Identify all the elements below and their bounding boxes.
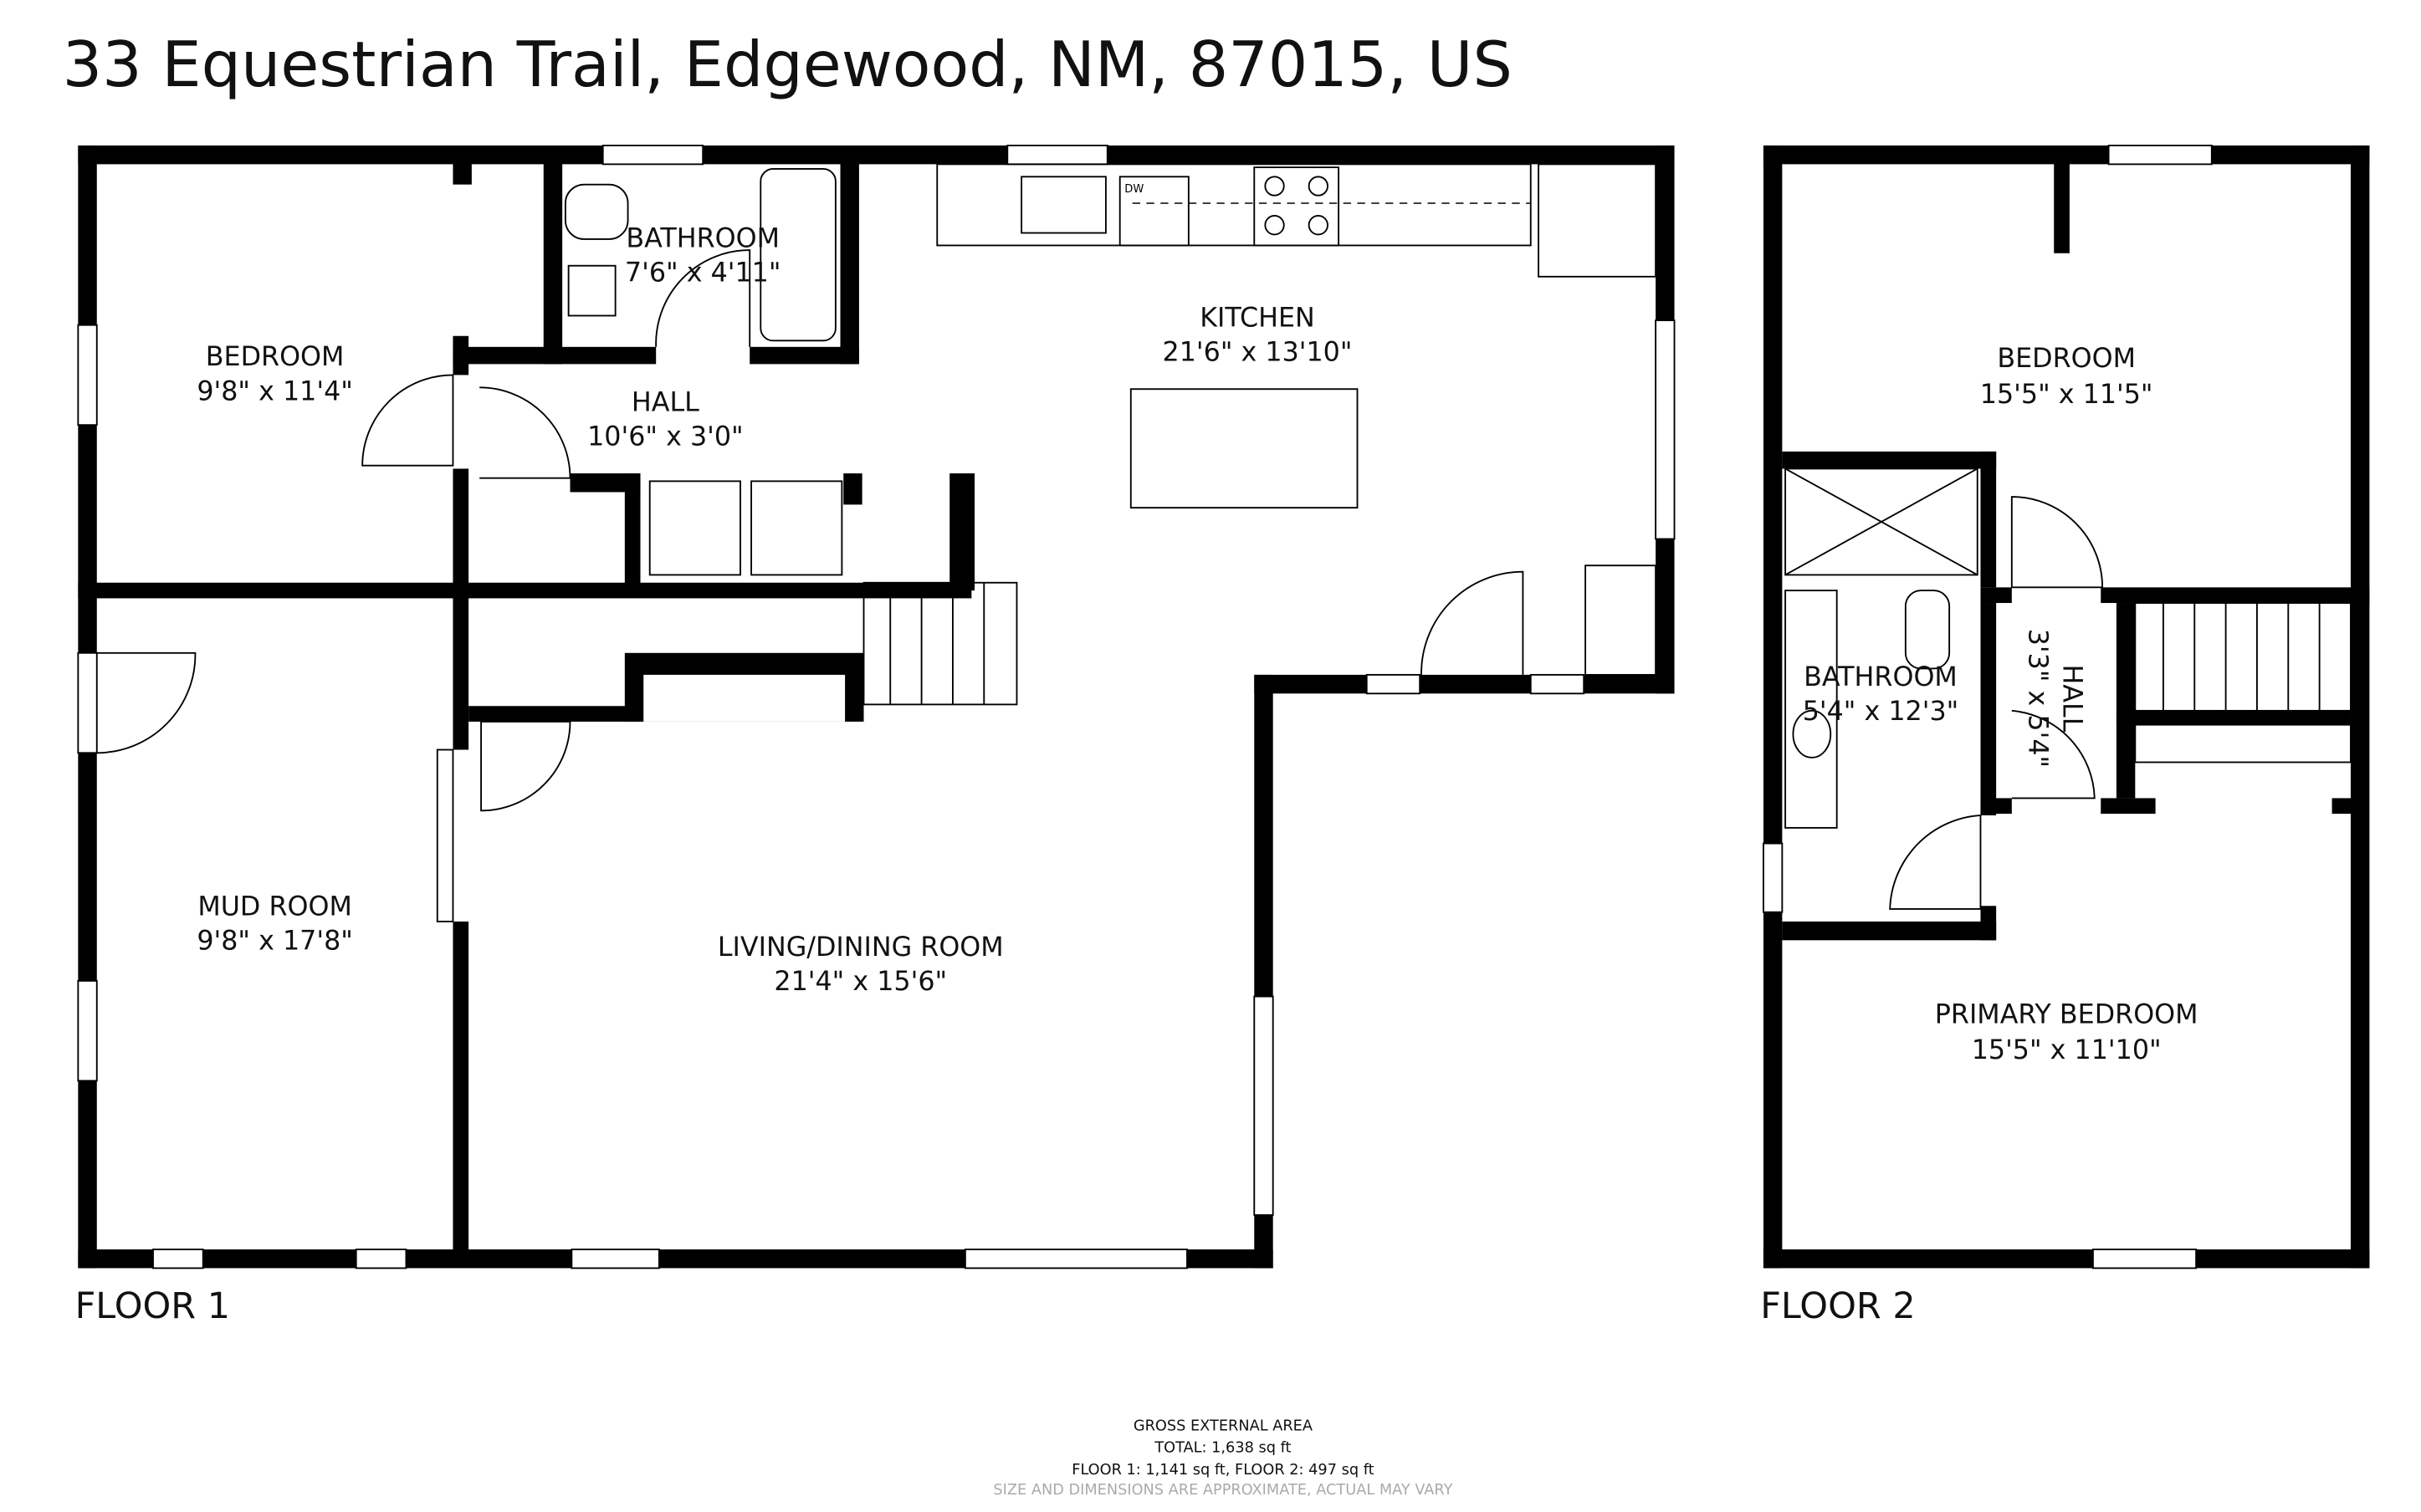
room-dims: 7'6" x 4'11" (625, 258, 781, 288)
door-swing (2010, 496, 2104, 589)
room-name: HALL (632, 387, 699, 417)
room-dims: 15'5" x 11'5" (1980, 380, 2153, 410)
room-dims: 15'5" x 11'10" (1972, 1035, 2162, 1065)
area-summary: GROSS EXTERNAL AREA TOTAL: 1,638 sq ft F… (993, 1418, 1452, 1499)
floor-1-plan: DW BEDROOM 9'8" x 11'4" BATHROOM 7'6" x … (75, 145, 1676, 1327)
room-name: MUD ROOM (197, 891, 352, 922)
room-name: PRIMARY BEDROOM (1935, 999, 2198, 1029)
window (152, 1249, 204, 1269)
room-name: BATHROOM (1804, 662, 1958, 692)
window (355, 1249, 407, 1269)
room-name: BATHROOM (626, 223, 780, 253)
door-swing (361, 374, 454, 467)
door-swing (96, 651, 197, 754)
window (1655, 319, 1676, 540)
window (1006, 145, 1108, 166)
page-title: 33 Equestrian Trail, Edgewood, NM, 87015… (63, 28, 1512, 101)
stove-icon (1253, 166, 1340, 247)
window (2107, 145, 2213, 166)
area-heading: GROSS EXTERNAL AREA (1134, 1418, 1313, 1435)
bathtub-icon (760, 168, 837, 342)
window (1529, 673, 1585, 695)
room-dims: 21'4" x 15'6" (774, 967, 947, 997)
vanity-icon (1784, 590, 1838, 829)
fridge-icon (1538, 163, 1657, 278)
window (2091, 1249, 2198, 1269)
window (1365, 673, 1421, 695)
dryer-icon (750, 480, 843, 576)
window (571, 1249, 660, 1269)
room-name: KITCHEN (1200, 304, 1315, 334)
door-opening (77, 651, 98, 754)
room-name: HALL (2056, 664, 2086, 732)
room-dims: 9'8" x 17'8" (197, 927, 353, 957)
room-name: LIVING/DINING ROOM (718, 932, 1004, 963)
room-dims: 3'3" x 5'4" (2022, 629, 2052, 768)
door-swing (479, 386, 571, 479)
sink-icon (567, 264, 617, 317)
door-swing (2011, 709, 2096, 799)
door-swing (1420, 570, 1524, 675)
area-total: TOTAL: 1,638 sq ft (1154, 1440, 1291, 1457)
window (601, 145, 704, 166)
floor-1-label: FLOOR 1 (75, 1285, 230, 1327)
washer-icon (648, 480, 741, 576)
sink-icon (1792, 709, 1832, 759)
window (1253, 995, 1274, 1216)
room-dims: 5'4" x 12'3" (1803, 697, 1959, 727)
stairs (862, 581, 1018, 706)
kitchen-sink-icon (1021, 176, 1107, 234)
area-floors: FLOOR 1: 1,141 sq ft, FLOOR 2: 497 sq ft (1072, 1462, 1374, 1479)
window (77, 979, 98, 1082)
door-swing (1889, 814, 1982, 910)
disclaimer: SIZE AND DIMENSIONS ARE APPROXIMATE, ACT… (993, 1482, 1452, 1499)
room-dims: 10'6" x 3'0" (587, 421, 744, 452)
stairs (2134, 602, 2352, 764)
room-dims: 9'8" x 11'4" (197, 376, 353, 406)
floor-2-plan: BEDROOM 15'5" x 11'5" BATHROOM 5'4" x 12… (1760, 145, 2370, 1327)
door-swing (655, 249, 751, 347)
room-dims: 21'6" x 13'10" (1163, 338, 1353, 368)
dishwasher-label: DW (1124, 183, 1144, 196)
door-swing (480, 720, 571, 812)
kitchen-island (1129, 388, 1359, 509)
window (1763, 842, 1784, 913)
floor-2-label: FLOOR 2 (1760, 1285, 1915, 1327)
dishwasher-icon (1118, 176, 1190, 247)
toilet-icon (1904, 590, 1951, 670)
room-name: BEDROOM (206, 342, 345, 372)
toilet-icon (564, 183, 629, 240)
window (77, 324, 98, 427)
room-name: BEDROOM (1997, 344, 2136, 374)
shower-icon (1784, 467, 1978, 576)
window (964, 1249, 1188, 1269)
